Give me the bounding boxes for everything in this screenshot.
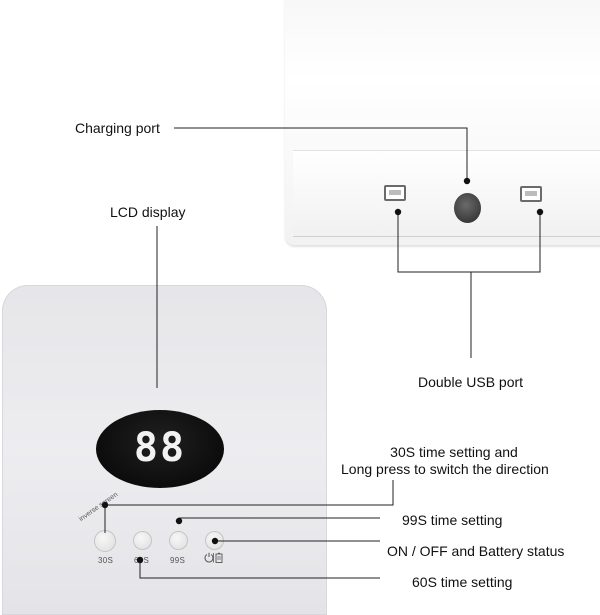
power-battery-icon	[204, 552, 223, 563]
button-30s-label: 30S	[98, 556, 114, 565]
button-99s-label: 99S	[170, 556, 186, 565]
charging-port	[454, 193, 481, 223]
time-60s-label: 60S time setting	[412, 574, 513, 590]
usb-port-left	[384, 185, 406, 201]
usb-port-right	[520, 186, 542, 202]
on-off-battery-label: ON / OFF and Battery status	[387, 543, 565, 559]
time-30s-label-line2: Long press to switch the direction	[341, 461, 549, 477]
time-60s-leader	[139, 560, 380, 579]
button-60s[interactable]	[133, 531, 152, 550]
time-99s-label: 99S time setting	[402, 512, 503, 528]
time-30s-leader	[105, 480, 394, 506]
charging-port-leader	[174, 127, 468, 181]
device-top-front-face	[293, 150, 600, 237]
lcd-display-label: LCD display	[110, 204, 186, 220]
time-30s-label-line1: 30S time setting and	[390, 444, 518, 460]
lcd-digits: 88	[133, 425, 187, 471]
lcd-screen: 88	[96, 410, 224, 488]
button-99s[interactable]	[169, 531, 188, 550]
leader-lines	[101, 127, 544, 579]
time-99s-leader	[178, 517, 380, 521]
double-usb-port-label: Double USB port	[418, 374, 524, 390]
charging-port-label: Charging port	[75, 120, 160, 136]
device-top-view	[285, 0, 600, 245]
usb-bracket-leader	[397, 212, 541, 273]
